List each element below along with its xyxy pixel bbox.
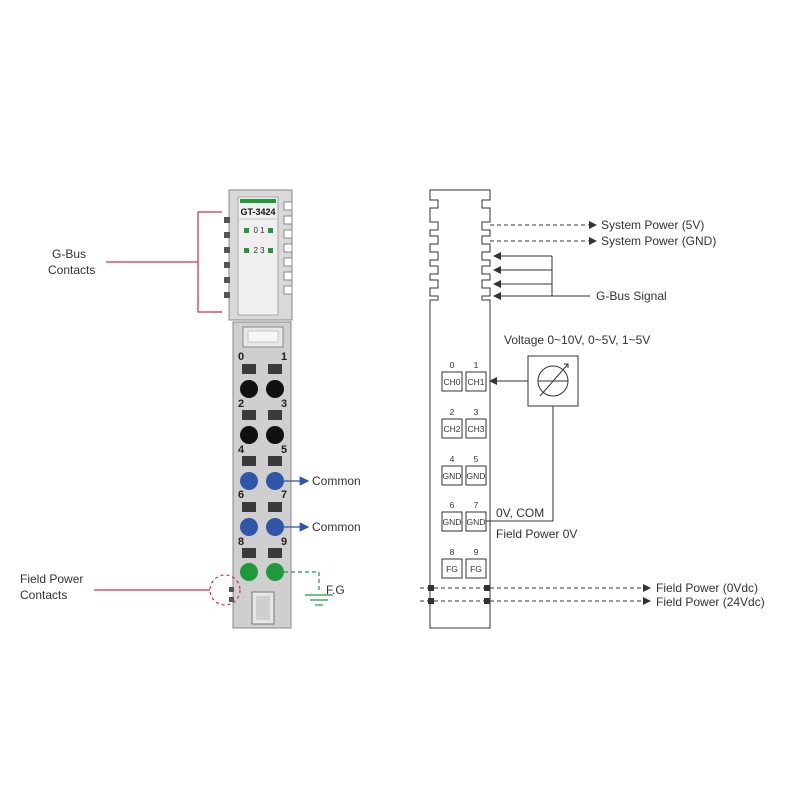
channel-7: 7 GND (465, 500, 487, 532)
led-0 (244, 228, 249, 233)
module-top-notches (283, 201, 293, 295)
ov-com-label: 0V, COM (496, 506, 544, 520)
channel-1-num: 1 (474, 360, 479, 370)
voltage-range-label: Voltage 0~10V, 0~5V, 1~5V (504, 333, 650, 347)
field-power-0vdc-label: Field Power (0Vdc) (656, 581, 758, 595)
channel-2-num: 2 (450, 407, 455, 417)
led-row2-label: 2 3 (253, 246, 265, 255)
channel-6-num: 6 (450, 500, 455, 510)
channel-1: 1 CH1 (465, 360, 487, 392)
common-label-a: Common (312, 474, 361, 488)
gbus-label-line1: G-Bus (52, 247, 86, 261)
channel-0-label: CH0 (443, 377, 460, 387)
channel-3-num: 3 (474, 407, 479, 417)
field-power-label-line1: Field Power (20, 572, 83, 586)
pin-label-0: 0 (238, 351, 244, 363)
field-power-highlight (209, 574, 241, 606)
channel-9-label: FG (470, 564, 482, 574)
io-module: GT-3424 0 1 2 3 0 1 2 3 4 5 6 7 8 9 (224, 189, 293, 629)
pin-label-8: 8 (238, 536, 244, 548)
pin-label-6: 6 (238, 489, 244, 501)
module-green-strip (240, 199, 276, 203)
module-model-label: GT-3424 (240, 207, 275, 217)
fg-label: F.G (326, 583, 345, 597)
channel-boxes: 0 CH0 1 CH1 2 CH2 3 CH3 4 GND 5 GND (441, 360, 487, 579)
gbus-contact-pins (224, 217, 230, 298)
field-power-0v-label: Field Power 0V (496, 527, 577, 541)
channel-3: 3 CH3 (465, 407, 487, 439)
channel-1-label: CH1 (467, 377, 484, 387)
channel-3-label: CH3 (467, 424, 484, 434)
release-buttons (242, 364, 282, 558)
channel-6: 6 GND (441, 500, 463, 532)
system-power-5v-label: System Power (5V) (601, 218, 704, 232)
channel-2: 2 CH2 (441, 407, 463, 439)
pin-label-4: 4 (238, 444, 245, 456)
channel-4-label: GND (443, 471, 462, 481)
led-row1-label: 0 1 (253, 226, 265, 235)
led-3 (268, 248, 273, 253)
channel-9: 9 FG (465, 547, 487, 579)
gbus-signal-label: G-Bus Signal (596, 289, 667, 303)
led-2 (244, 248, 249, 253)
channel-6-label: GND (443, 517, 462, 527)
channel-0: 0 CH0 (441, 360, 463, 392)
channel-2-label: CH2 (443, 424, 460, 434)
channel-7-label: GND (467, 517, 486, 527)
channel-5-num: 5 (474, 454, 479, 464)
channel-5: 5 GND (465, 454, 487, 486)
channel-5-label: GND (467, 471, 486, 481)
channel-4: 4 GND (441, 454, 463, 486)
channel-8: 8 FG (441, 547, 463, 579)
pin-label-1: 1 (281, 351, 287, 363)
pin-label-2: 2 (238, 398, 244, 410)
led-1 (268, 228, 273, 233)
field-power-24vdc-label: Field Power (24Vdc) (656, 595, 765, 609)
channel-4-num: 4 (450, 454, 455, 464)
channel-8-label: FG (446, 564, 458, 574)
module-terminal-body (232, 321, 292, 629)
pin-label-5: 5 (281, 444, 287, 456)
gbus-signal-arrows (493, 252, 590, 300)
channel-7-num: 7 (474, 500, 479, 510)
channel-8-num: 8 (450, 547, 455, 557)
common-label-b: Common (312, 520, 361, 534)
pin-label-9: 9 (281, 536, 287, 548)
system-power-gnd-label: System Power (GND) (601, 234, 716, 248)
voltage-source-symbol (527, 355, 579, 407)
pin-label-3: 3 (281, 398, 287, 410)
gbus-bracket (106, 211, 222, 313)
module-label-panel (237, 196, 279, 316)
fg-ground-symbol (284, 571, 333, 606)
field-power-label-line2: Contacts (20, 588, 67, 602)
field-power-contacts (428, 585, 490, 604)
voltage-to-gnd-wire (486, 406, 554, 522)
gbus-label-line2: Contacts (48, 263, 95, 277)
channel-9-num: 9 (474, 547, 479, 557)
channel-0-num: 0 (450, 360, 455, 370)
pin-label-7: 7 (281, 489, 287, 501)
terminal-holes (240, 380, 284, 581)
field-power-lines (420, 584, 651, 605)
schematic-module (429, 189, 491, 629)
